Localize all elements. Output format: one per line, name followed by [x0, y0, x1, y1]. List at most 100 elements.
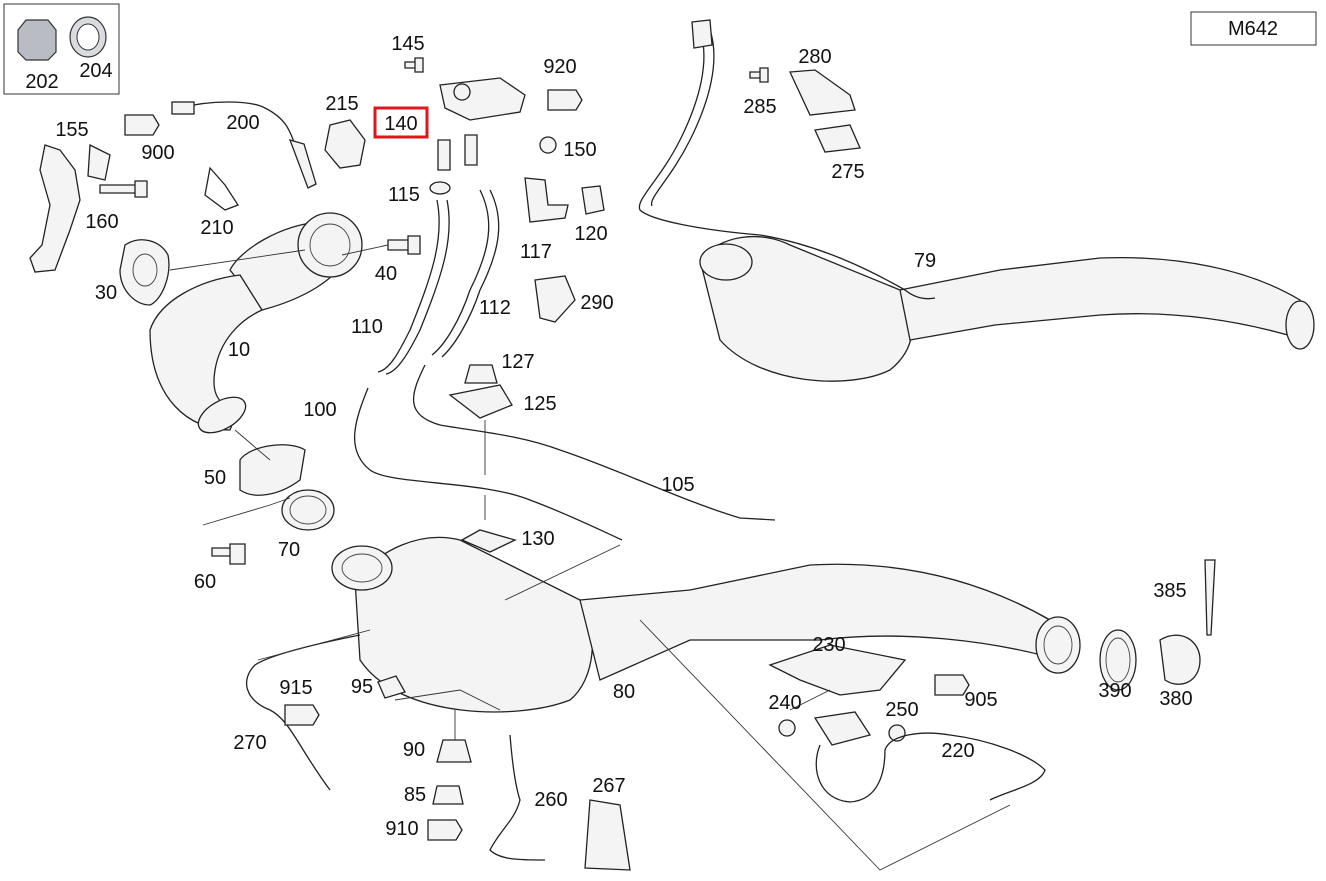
callout-915[interactable]: 915 [279, 677, 312, 699]
mount-127 [464, 364, 498, 384]
catalyst-upper [149, 212, 363, 434]
callout-95[interactable]: 95 [351, 676, 373, 698]
callout-50[interactable]: 50 [204, 467, 226, 489]
callout-230[interactable]: 230 [812, 634, 845, 656]
callout-30[interactable]: 30 [95, 282, 117, 304]
nut-150 [539, 136, 557, 154]
callout-285[interactable]: 285 [743, 96, 776, 118]
callout-215[interactable]: 215 [325, 93, 358, 115]
callout-900[interactable]: 900 [141, 142, 174, 164]
callout-100[interactable]: 100 [303, 399, 336, 421]
clip-117 [524, 177, 569, 223]
bolt-60 [211, 543, 246, 565]
clip-290 [534, 275, 576, 323]
callout-260[interactable]: 260 [534, 789, 567, 811]
callout-70[interactable]: 70 [278, 539, 300, 561]
clip-210 [204, 166, 239, 211]
callout-130[interactable]: 130 [521, 528, 554, 550]
bracket-125 [448, 384, 513, 419]
callout-115[interactable]: 115 [388, 184, 420, 206]
tag-915 [284, 704, 320, 726]
callout-160[interactable]: 160 [85, 211, 118, 233]
bracket-230 [768, 644, 907, 696]
sensor-220-cable [815, 732, 1046, 803]
callout-920[interactable]: 920 [543, 56, 576, 78]
pipe-100 [354, 387, 623, 541]
callout-240[interactable]: 240 [768, 692, 801, 714]
bolt-285 [749, 67, 769, 83]
callout-280[interactable]: 280 [798, 46, 831, 68]
callout-120[interactable]: 120 [574, 223, 607, 245]
callout-60[interactable]: 60 [194, 571, 216, 593]
pressure-sensor-140 [437, 77, 526, 171]
callout-267[interactable]: 267 [592, 775, 625, 797]
clamp-50 [239, 444, 306, 496]
callout-80[interactable]: 80 [613, 681, 635, 703]
dpf-lower-80 [331, 536, 1081, 713]
callout-40[interactable]: 40 [375, 263, 397, 285]
mount-90 [436, 739, 472, 763]
callout-110[interactable]: 110 [351, 316, 383, 338]
callout-150[interactable]: 150 [563, 139, 596, 161]
bracket-215 [324, 119, 366, 169]
callout-145[interactable]: 145 [391, 33, 424, 55]
bracket-155 [29, 144, 81, 273]
callout-290[interactable]: 290 [580, 292, 613, 314]
callout-labels: 202 204 145 920 215 140 150 155 200 900 … [25, 33, 1192, 840]
bracket-280 [789, 69, 856, 116]
callout-125[interactable]: 125 [523, 393, 556, 415]
gasket-30 [119, 239, 170, 306]
gasket-275 [814, 124, 861, 153]
callout-380[interactable]: 380 [1159, 688, 1192, 710]
bolt-385 [1204, 559, 1216, 636]
callout-85[interactable]: 85 [404, 784, 426, 806]
callout-112[interactable]: 112 [479, 297, 511, 319]
bracket-130 [460, 529, 517, 553]
callout-127[interactable]: 127 [501, 351, 534, 373]
callout-390[interactable]: 390 [1098, 680, 1131, 702]
engine-code-label: M642 [1228, 18, 1278, 40]
sensor-260-cable [489, 734, 546, 861]
callout-220[interactable]: 220 [941, 740, 974, 762]
callout-105[interactable]: 105 [661, 474, 694, 496]
callout-250[interactable]: 250 [885, 699, 918, 721]
engine-code-box: M642 [1190, 11, 1317, 46]
mount-95 [377, 675, 406, 699]
leader-lines [169, 244, 1011, 871]
dpf-upper-79 [699, 235, 1315, 382]
cover-267 [584, 799, 631, 871]
tag-910 [427, 819, 463, 841]
callout-155[interactable]: 155 [55, 119, 88, 141]
callout-200[interactable]: 200 [226, 112, 259, 134]
callout-385[interactable]: 385 [1153, 580, 1186, 602]
grommet-120 [581, 185, 605, 215]
bolt-145 [404, 57, 424, 73]
tag-905 [934, 674, 970, 696]
clamp-380 [1159, 634, 1201, 685]
callout-210[interactable]: 210 [200, 217, 233, 239]
callout-90[interactable]: 90 [403, 739, 425, 761]
tag-900 [124, 114, 160, 136]
inset-plug-and-seal [3, 3, 120, 95]
callout-10[interactable]: 10 [228, 339, 250, 361]
hose-110 [377, 199, 440, 373]
highlight-box-140 [373, 106, 429, 139]
pipe-upper-right [638, 29, 936, 300]
bolt-160 [99, 180, 148, 198]
plug-icon [17, 19, 57, 61]
callout-117[interactable]: 117 [520, 241, 552, 263]
clamp-115 [429, 181, 451, 195]
callout-140[interactable]: 140 [384, 113, 417, 135]
nut-85 [432, 785, 464, 805]
callout-270[interactable]: 270 [233, 732, 266, 754]
callout-202[interactable]: 202 [25, 71, 58, 93]
callout-79[interactable]: 79 [914, 250, 936, 272]
hose-112 [431, 189, 490, 356]
callout-204[interactable]: 204 [79, 60, 112, 82]
callout-905[interactable]: 905 [964, 689, 997, 711]
callout-910[interactable]: 910 [385, 818, 418, 840]
bolt-40 [387, 235, 421, 255]
pipe-105 [413, 364, 776, 521]
callout-275[interactable]: 275 [831, 161, 864, 183]
